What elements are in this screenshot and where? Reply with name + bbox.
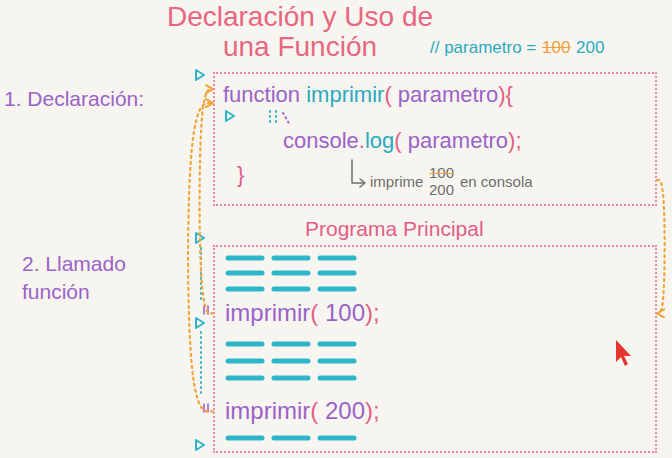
parameter-value: 200 [576, 38, 604, 58]
function-call: imprimir( 100); [225, 299, 380, 328]
flow-triangle [196, 70, 204, 80]
section-heading: Programa Principal [305, 216, 484, 241]
code-token [300, 82, 306, 107]
placeholder-dash [320, 376, 354, 381]
code-line: console.log( parametro); [283, 128, 522, 154]
main-program-box: Programa Principalimprimir( 100);imprimi… [213, 245, 657, 453]
code-token: ( [310, 299, 318, 326]
output-note: imprime [370, 173, 423, 191]
code-token: parametro [408, 128, 508, 153]
flow-triangle [196, 318, 204, 328]
hook-head [360, 179, 365, 187]
placeholder-dash [274, 342, 308, 347]
code-line: } [237, 162, 244, 188]
flow-triangle [196, 440, 204, 450]
code-token: log [365, 128, 394, 153]
code-token: ); [365, 397, 380, 424]
placeholder-dash [320, 359, 354, 364]
placeholder-dash [228, 271, 262, 276]
placeholder-dash [274, 271, 308, 276]
code-token: ); [365, 299, 380, 326]
code-token: imprimir [225, 299, 310, 326]
pause-marks [204, 306, 208, 412]
placeholder-dash [274, 287, 308, 292]
output-value: 200 [429, 181, 454, 199]
placeholder-dash [228, 436, 262, 441]
code-token: 100 [325, 299, 365, 326]
placeholder-dash [228, 376, 262, 381]
code-token [392, 82, 398, 107]
code-token [318, 397, 325, 424]
step-label: 1. Declaración: [4, 86, 144, 111]
placeholder-dash [274, 359, 308, 364]
placeholder-dash [320, 271, 354, 276]
output-hook-arrow [352, 160, 365, 187]
step-label: 2. Llamado función [22, 250, 152, 306]
code-token: ( [310, 397, 318, 424]
placeholder-dash [228, 342, 262, 347]
code-token: ( [384, 82, 391, 107]
call-flow-arrow [657, 180, 665, 313]
code-token: . [359, 128, 365, 153]
placeholder-dash [320, 342, 354, 347]
code-token: function [223, 82, 300, 107]
placeholder-dash [228, 359, 262, 364]
code-token: imprimir [306, 82, 384, 107]
flow-dotted-line [200, 332, 202, 394]
output-note: en consola [460, 173, 533, 191]
code-token: ){ [498, 82, 513, 107]
code-token: } [237, 162, 244, 187]
call-flow-arrow [188, 103, 213, 411]
flow-dotted-line [283, 113, 290, 125]
placeholder-dash [320, 256, 354, 261]
diagram-title: Declaración y Uso de una Función [150, 2, 450, 62]
hook-line [352, 160, 364, 183]
code-token [402, 128, 408, 153]
placeholder-dash [320, 436, 354, 441]
flow-markers [196, 70, 234, 450]
code-token: ); [508, 128, 521, 153]
parameter-note: // parametro = [430, 38, 536, 58]
placeholder-dash [228, 256, 262, 261]
placeholder-dash [274, 256, 308, 261]
code-token: console [283, 128, 359, 153]
flow-dotted-line [269, 111, 271, 125]
code-token [318, 299, 325, 326]
code-token: imprimir [225, 397, 310, 424]
code-line: function imprimir( parametro){ [223, 82, 513, 108]
placeholder-dash [274, 376, 308, 381]
mouse-cursor [616, 340, 631, 366]
function-call: imprimir( 200); [225, 397, 380, 426]
placeholder-dash [320, 287, 354, 292]
code-token: parametro [398, 82, 498, 107]
code-token: ( [394, 128, 401, 153]
flow-triangle [226, 111, 234, 121]
placeholder-dash [228, 287, 262, 292]
struck-value: 100 [429, 164, 454, 182]
struck-value: 100 [542, 38, 570, 58]
call-flow-arrow [200, 89, 213, 313]
code-token: 200 [325, 397, 365, 424]
placeholder-dash [274, 436, 308, 441]
flow-dotted-line [275, 111, 277, 125]
